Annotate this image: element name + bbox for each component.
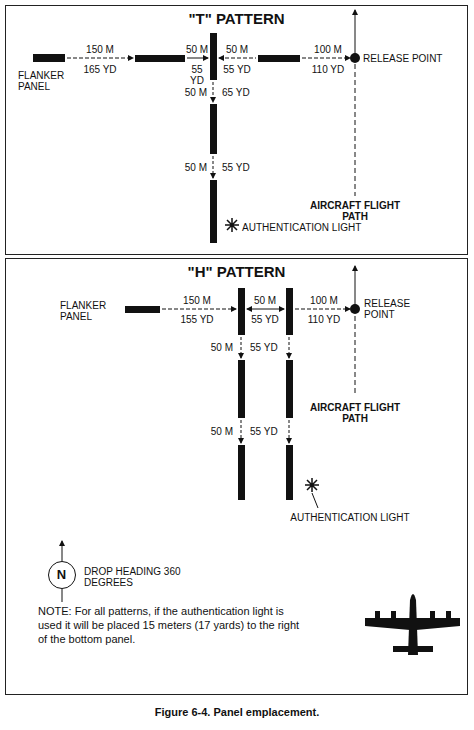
dimension-label: AUTHENTICATION LIGHT bbox=[242, 222, 392, 233]
note-text: NOTE: For all patterns, if the authentic… bbox=[38, 604, 306, 646]
pattern-title: "T" PATTERN bbox=[6, 10, 467, 27]
authentication-light bbox=[225, 218, 239, 232]
dimension-label: 55 YD bbox=[246, 314, 284, 325]
dimension-label: DROP HEADING 360 DEGREES bbox=[84, 566, 194, 588]
dimension-label: FLANKER PANEL bbox=[18, 70, 80, 92]
dimension-label: 50 M bbox=[193, 342, 233, 353]
dimension-label: 50 M bbox=[219, 44, 255, 55]
pattern-title: "H" PATTERN bbox=[6, 263, 467, 280]
t-panels bbox=[33, 33, 300, 243]
dimension-label: 110 YD bbox=[306, 64, 350, 75]
dimension-label: 55 YD bbox=[250, 426, 284, 437]
dimension-label: 50 M bbox=[184, 44, 210, 55]
dimension-label: 55 YD bbox=[219, 64, 255, 75]
dimension-label: 55 YD bbox=[250, 342, 284, 353]
dimension-label: RELEASE POINT bbox=[363, 53, 463, 64]
release-point-dot bbox=[350, 53, 360, 63]
dimension-label: AIRCRAFT FLIGHT PATH bbox=[300, 200, 410, 222]
t-dimensions bbox=[67, 10, 355, 196]
authentication-light bbox=[305, 478, 319, 492]
dimension-label: AUTHENTICATION LIGHT bbox=[250, 512, 450, 523]
dimension-label: 165 YD bbox=[75, 64, 125, 75]
dimension-label: 100 M bbox=[300, 295, 348, 306]
release-point-dot bbox=[350, 304, 360, 314]
aircraft-silhouette bbox=[365, 594, 460, 655]
dimension-label: 55 YD bbox=[222, 162, 262, 173]
dimension-label: 55 YD bbox=[184, 64, 210, 86]
dimension-label: 110 YD bbox=[300, 314, 348, 325]
dimension-label: FLANKER PANEL bbox=[60, 300, 120, 322]
dimension-label: 50 M bbox=[167, 87, 207, 98]
dimension-label: AIRCRAFT FLIGHT PATH bbox=[300, 402, 410, 424]
dimension-label: RELEASE POINT bbox=[364, 298, 434, 320]
dimension-label: 155 YD bbox=[167, 314, 227, 325]
dimension-label: 150 M bbox=[75, 44, 125, 55]
compass-circle: N bbox=[48, 561, 76, 589]
dimension-label: 50 M bbox=[193, 426, 233, 437]
dimension-label: 100 M bbox=[306, 44, 350, 55]
dimension-label: 150 M bbox=[167, 295, 227, 306]
h-panels bbox=[125, 288, 293, 500]
dimension-label: 50 M bbox=[167, 162, 207, 173]
compass-letter: N bbox=[57, 567, 66, 582]
h-dimensions bbox=[62, 266, 355, 602]
leader-line bbox=[312, 493, 318, 508]
dimension-label: 65 YD bbox=[222, 87, 262, 98]
dimension-label: 50 M bbox=[246, 295, 284, 306]
figure-caption: Figure 6-4. Panel emplacement. bbox=[0, 706, 474, 718]
